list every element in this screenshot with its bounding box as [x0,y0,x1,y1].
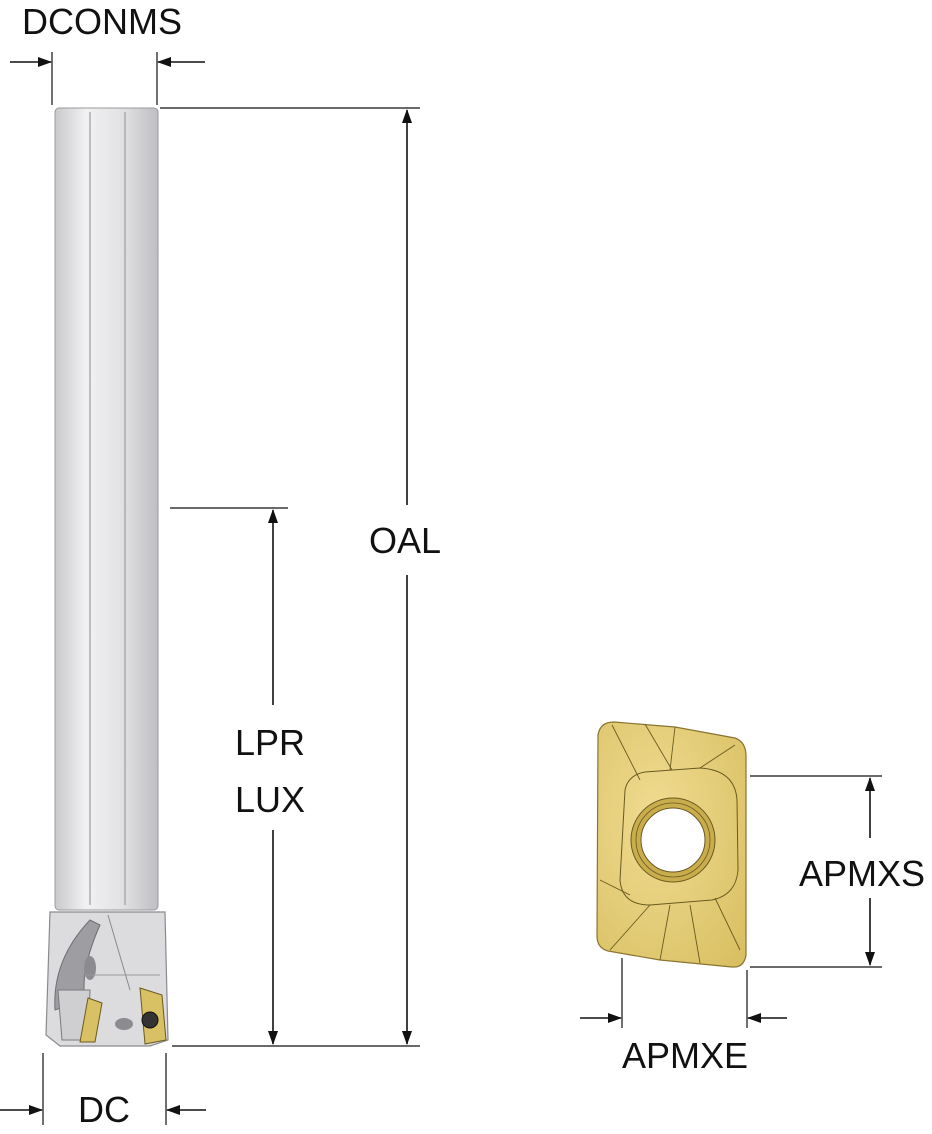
dc-dimension: DC [0,1053,206,1130]
shank [54,107,159,911]
end-mill [45,107,169,1047]
lpr-label: LPR [235,722,305,763]
insert [596,721,747,968]
apmxs-dimension: APMXS [750,775,925,968]
cutter-head [45,911,169,1047]
apmxs-label: APMXS [799,853,925,894]
lpr-lux-dimension: LPR LUX [170,507,305,1045]
dconms-label: DCONMS [22,1,182,42]
dc-label: DC [78,1089,130,1130]
lux-label: LUX [235,779,305,820]
oal-dimension: OAL [160,107,441,1047]
oal-label: OAL [369,520,441,561]
apmxe-dimension: APMXE [580,958,787,1076]
insert-hole [640,807,706,873]
apmxe-label: APMXE [622,1035,748,1076]
dconms-dimension: DCONMS [10,1,205,105]
